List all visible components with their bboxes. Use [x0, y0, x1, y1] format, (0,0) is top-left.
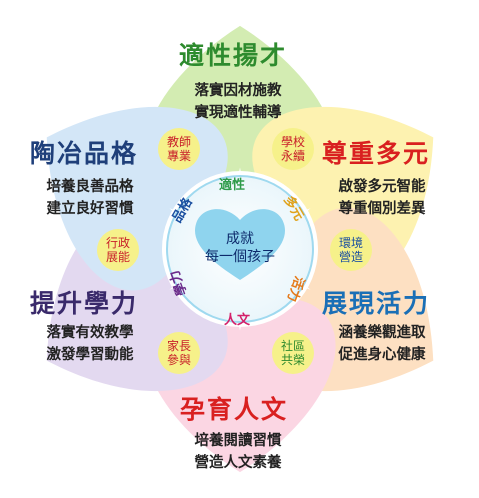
petal-line: 建立良好習慣	[46, 201, 134, 217]
center-heart-icon	[195, 209, 285, 280]
badge-line: 學校	[280, 135, 305, 149]
badge-line: 家長	[166, 339, 191, 353]
petal-title-bottom: 孕育人文	[180, 395, 289, 424]
petal-line: 實現適性輔導	[194, 105, 282, 121]
petal-line: 尊重個別差異	[338, 201, 426, 217]
petal-text-upper-left: 培養良善品格 建立良好習慣	[30, 176, 150, 220]
badge-parents: 家長 參與	[158, 332, 200, 374]
badge-line: 展能	[105, 250, 130, 264]
badge-teacher: 教師 專業	[158, 128, 200, 170]
badge-community: 社區 共榮	[272, 332, 314, 374]
petal-text-bottom: 培養閱讀習慣 營造人文素養	[178, 430, 298, 474]
petal-line: 啟發多元智能	[338, 179, 426, 195]
badge-line: 共榮	[280, 353, 305, 367]
center-line-1: 成就	[226, 231, 254, 247]
petal-line: 培養良善品格	[46, 179, 134, 195]
petal-title-lower-left: 提升學力	[30, 289, 139, 318]
center-line-2: 每一個孩子	[205, 249, 275, 265]
badge-line: 社區	[280, 339, 305, 353]
petal-line: 激發學習動能	[46, 347, 134, 363]
center-text: 成就 每一個孩子	[200, 230, 280, 266]
ring-word-shixing: 適性	[219, 178, 246, 193]
badge-line: 永續	[280, 149, 305, 163]
petal-title-upper-right: 尊重多元	[322, 139, 431, 168]
badge-line: 專業	[166, 149, 191, 163]
badge-line: 參與	[166, 353, 191, 367]
petal-line: 落實有效教學	[46, 325, 134, 341]
badge-line: 教師	[166, 135, 191, 149]
petal-title-lower-right: 展現活力	[322, 289, 431, 318]
petal-line: 培養閱讀習慣	[194, 433, 282, 449]
petal-text-upper-right: 啟發多元智能 尊重個別差異	[322, 176, 442, 220]
petal-title-top: 適性揚才	[179, 41, 288, 70]
badge-admin: 行政 展能	[97, 229, 139, 271]
petal-text-lower-right: 涵養樂觀進取 促進身心健康	[322, 322, 442, 366]
petal-title-upper-left: 陶冶品格	[30, 139, 139, 168]
ring-word-renwen: 人文	[224, 313, 251, 328]
badge-line: 環境	[338, 236, 363, 250]
petal-line: 落實因材施教	[194, 83, 282, 99]
badge-school: 學校 永續	[272, 128, 314, 170]
petal-line: 促進身心健康	[338, 347, 426, 363]
petal-line: 營造人文素養	[194, 455, 282, 471]
badge-line: 行政	[105, 236, 130, 250]
petal-text-lower-left: 落實有效教學 激發學習動能	[30, 322, 150, 366]
petal-text-top: 落實因材施教 實現適性輔導	[178, 80, 298, 124]
badge-line: 營造	[338, 250, 363, 264]
badge-environment: 環境 營造	[330, 229, 372, 271]
petal-line: 涵養樂觀進取	[338, 325, 426, 341]
